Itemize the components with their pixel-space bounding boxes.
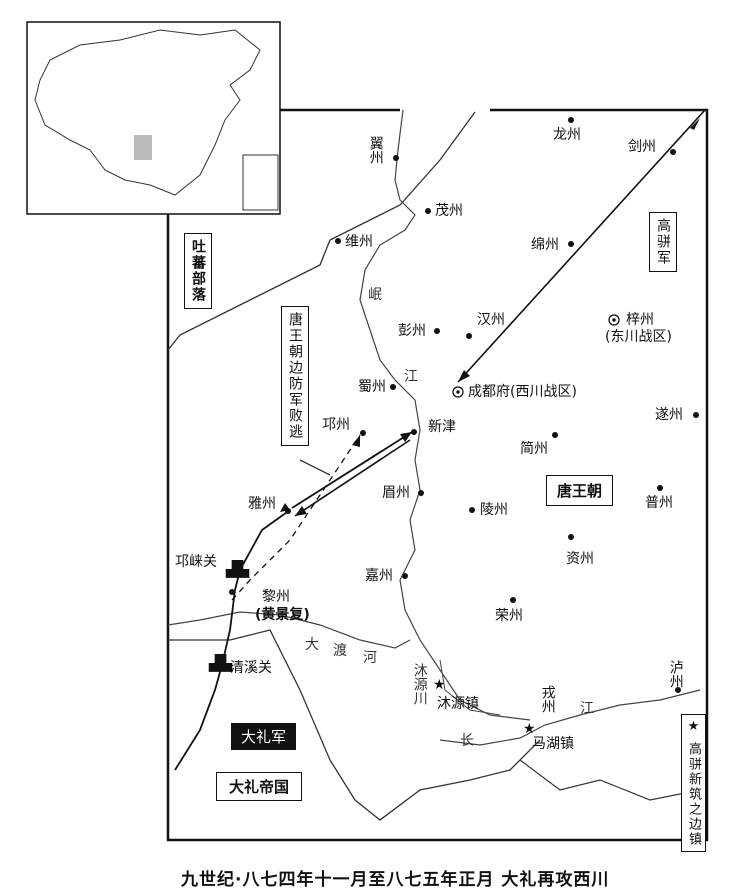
dali-route: [174, 509, 291, 771]
place-meizhou: 眉州: [382, 485, 410, 501]
inset-southsea: [242, 154, 279, 211]
tang-retreat-label: 唐王朝边防军败逃: [281, 306, 309, 446]
place-jianzhou2: 简州: [520, 441, 548, 457]
place-zizhou: 梓州: [626, 312, 654, 328]
dali-dashed-route: [231, 434, 361, 601]
river-he: 河: [363, 650, 377, 666]
map-caption: 九世纪·八七四年十一月至八七五年正月 大礼再攻西川: [181, 870, 610, 890]
dali-arrow-head-3: [400, 432, 412, 442]
inset-highlight: [134, 135, 152, 160]
place-qionglaiguan: 邛崃关: [175, 554, 217, 570]
legend-box: ★ 高骈新筑之边镇: [681, 714, 706, 853]
dali-region-box: 大礼帝国: [216, 772, 303, 801]
tubo-border: [167, 111, 476, 351]
mahuzhen-star-icon: ★: [523, 721, 536, 737]
place-hanzhou: 汉州: [477, 312, 505, 328]
dadu-river: [167, 611, 411, 649]
place-zizhou-note: (东川战区): [605, 329, 672, 345]
place-xinjin: 新津: [428, 419, 456, 435]
place-jianzhou: 剑州: [628, 139, 656, 155]
place-jiazhou: 嘉州: [365, 568, 393, 584]
place-puzhou: 普州: [645, 495, 673, 511]
city-dots: [229, 117, 699, 693]
china-outline: [34, 29, 261, 196]
place-huangjingfu: (黄景复): [255, 607, 310, 623]
tang-callout-line: [299, 459, 331, 476]
tang-retreat-line: [294, 439, 411, 517]
place-pengzhou: 彭州: [398, 323, 426, 339]
dali-border: [168, 629, 541, 821]
place-rongzhou: 荣州: [495, 608, 523, 624]
changjiang-river: [439, 689, 701, 746]
muyuanzhen-star-icon: ★: [433, 677, 446, 693]
gaopian-arrow-line: [457, 109, 706, 383]
place-shuzhou: 蜀州: [358, 379, 386, 395]
place-yizhou: 翼州: [367, 136, 384, 164]
place-qiongzhou: 邛州: [322, 417, 350, 433]
river-min: 岷: [368, 287, 382, 303]
dali-arrow-head-2: [352, 435, 360, 447]
gaopian-arrow-head-top: [690, 118, 700, 130]
tubo-region-box: 吐蕃部落: [184, 233, 212, 309]
dali-to-xinjin: [291, 431, 413, 509]
river-jiang: 江: [404, 369, 418, 385]
zizhou-marker: [608, 314, 620, 326]
place-lingzhou: 陵州: [480, 502, 508, 518]
place-mahuzhen: 马湖镇: [532, 736, 574, 752]
place-muyuanzhen: 沐源镇: [437, 696, 479, 712]
place-mianzhou: 绵州: [531, 237, 559, 253]
qingxiguan-icon: ▟▙: [209, 654, 233, 672]
place-suizhou: 遂州: [655, 407, 683, 423]
chengdu-marker: [452, 386, 464, 398]
south-border: [519, 759, 701, 801]
tang-region-box: 唐王朝: [546, 475, 614, 506]
river-muyuan: 沐源川: [411, 663, 428, 705]
inset-frame: [26, 21, 281, 215]
place-maozhou: 茂州: [435, 203, 463, 219]
place-rongzhou2: 戎州: [539, 685, 556, 713]
river-jiang2: 江: [580, 701, 594, 717]
minjiang-river: [359, 109, 531, 721]
main-frame: [166, 108, 709, 842]
river-da: 大: [305, 637, 319, 653]
muyuan-river: [439, 659, 501, 716]
place-lizhou: 黎州: [262, 589, 290, 605]
place-yazhou: 雅州: [248, 496, 276, 512]
place-weizhou: 维州: [345, 234, 373, 250]
place-chengdu: 成都府(西川战区): [468, 384, 577, 400]
qionglaiguan-icon: ▟▙: [226, 560, 250, 578]
place-qingxiguan: 清溪关: [230, 660, 272, 676]
river-du: 渡: [333, 643, 347, 659]
gaopian-arrow-head: [458, 370, 470, 382]
place-longzhou: 龙州: [553, 127, 581, 143]
tang-retreat-head: [295, 506, 307, 516]
dali-army-label: 大礼军: [231, 723, 297, 750]
place-luzhou: 泸州: [667, 660, 684, 688]
gaopian-army-label: 高骈军: [649, 212, 677, 272]
place-zizhou3: 资州: [566, 551, 594, 567]
river-chang: 长: [460, 733, 474, 749]
